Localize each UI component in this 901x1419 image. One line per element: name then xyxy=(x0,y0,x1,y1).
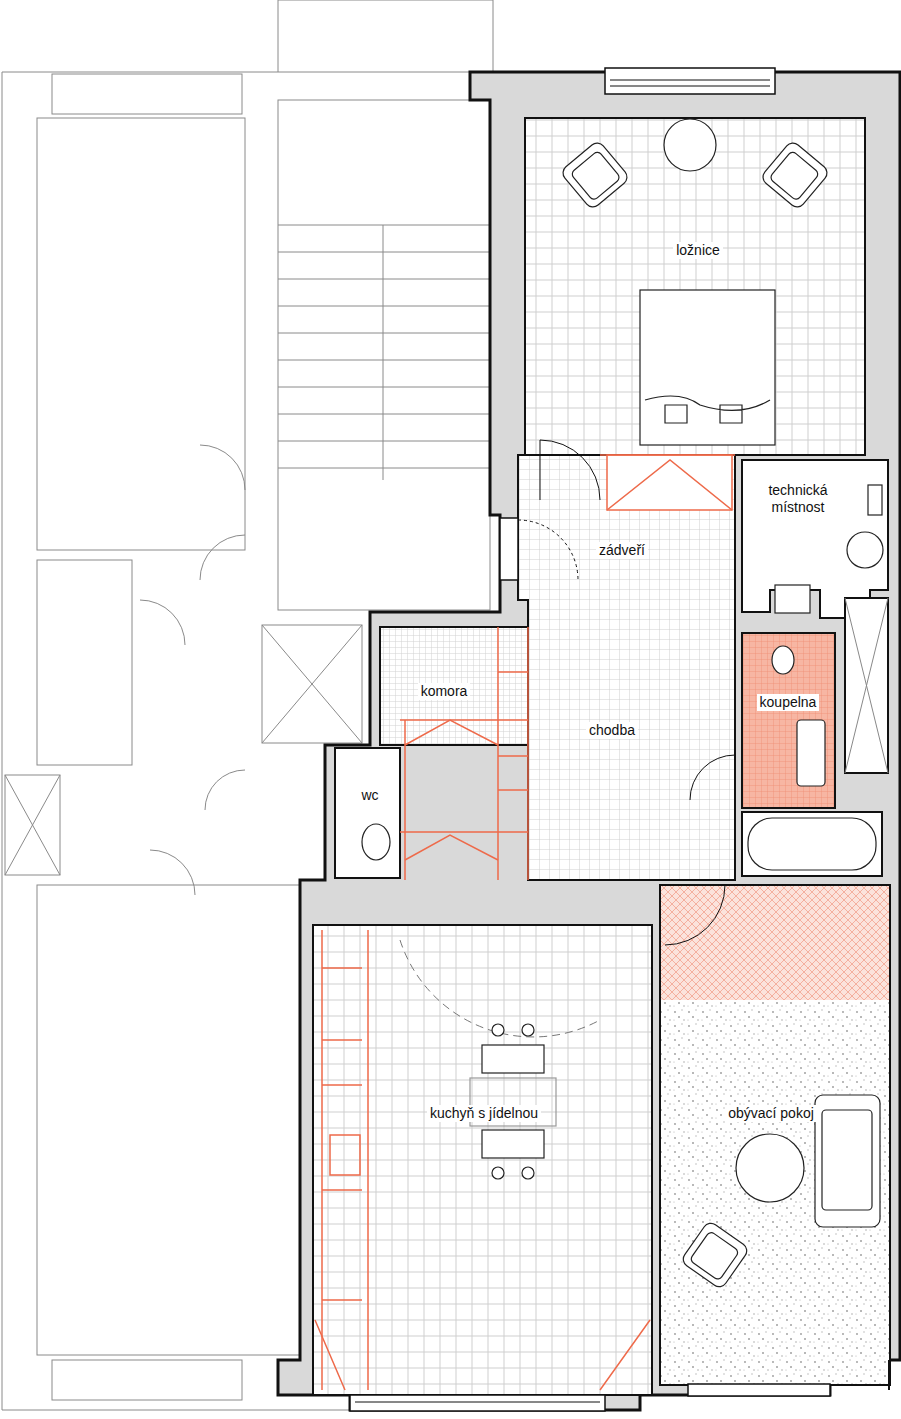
furniture-part-part xyxy=(560,140,630,210)
built-in-joinery-part xyxy=(600,455,735,510)
room: obývací pokoj xyxy=(660,885,890,1385)
floors-part xyxy=(660,885,890,1385)
living-entry-band-part xyxy=(661,886,889,1000)
floors xyxy=(313,118,890,1395)
furniture-part xyxy=(822,1110,872,1210)
doors-part xyxy=(400,940,600,1037)
doors-part xyxy=(690,755,735,800)
living-entry-band xyxy=(661,886,889,1390)
furniture xyxy=(362,119,883,1290)
floors-part xyxy=(845,598,888,773)
floors-part xyxy=(380,627,528,745)
neighbour-building-part xyxy=(262,625,362,743)
walls xyxy=(278,72,900,1410)
floors-part xyxy=(313,925,652,1395)
floors-part xyxy=(335,748,400,878)
windows-part xyxy=(845,598,888,773)
room-label: chodba xyxy=(586,722,638,739)
neighbour-building-part xyxy=(37,560,132,765)
built-in-joinery-part xyxy=(400,627,528,880)
room-label: technická místnost xyxy=(754,482,842,516)
built-in-joinery xyxy=(315,455,735,1390)
doors-part xyxy=(665,885,725,945)
furniture-part-part xyxy=(570,150,621,201)
doors-part xyxy=(540,440,600,500)
furniture-part xyxy=(482,1130,544,1158)
room-label: zádveří xyxy=(596,542,648,559)
furniture-part xyxy=(815,1095,880,1227)
furniture-part-part xyxy=(769,150,820,201)
furniture-part xyxy=(775,585,810,613)
floors-part xyxy=(742,812,882,876)
neighbour-building-part xyxy=(262,625,362,743)
built-in-joinery-part xyxy=(607,455,732,510)
furniture-part xyxy=(680,1220,750,1290)
furniture-part-part xyxy=(689,1231,739,1281)
doors-part xyxy=(518,520,578,580)
room: kuchyň s jídelnou xyxy=(313,925,652,1395)
floors-part xyxy=(742,460,888,618)
built-in-joinery-part xyxy=(322,930,368,1390)
floors-part xyxy=(742,633,835,808)
furniture-part xyxy=(492,1167,504,1179)
furniture-part xyxy=(664,119,716,171)
neighbour-building-part xyxy=(52,74,242,114)
furniture-part xyxy=(797,720,825,786)
furniture-part xyxy=(362,824,390,860)
built-in-joinery-part xyxy=(315,1320,650,1390)
windows-part xyxy=(688,1384,830,1396)
furniture-part-part xyxy=(760,140,830,210)
room: technická místnost xyxy=(742,460,888,588)
neighbour-building-part xyxy=(37,885,300,1355)
built-in-joinery-part xyxy=(405,720,498,860)
furniture-part xyxy=(760,140,830,210)
neighbour-building-part xyxy=(5,775,60,875)
room-label: obývací pokoj xyxy=(725,1105,817,1122)
room-label: wc xyxy=(358,787,381,804)
room: koupelna xyxy=(742,633,835,808)
windows-part xyxy=(355,1402,600,1403)
room-label: kuchyň s jídelnou xyxy=(427,1105,541,1122)
windows xyxy=(350,68,888,1411)
furniture-part xyxy=(560,140,630,210)
furniture-part xyxy=(645,396,770,423)
room: zádveří xyxy=(525,455,735,590)
floors-part xyxy=(518,455,735,880)
furniture-part xyxy=(868,485,882,515)
furniture-part xyxy=(772,646,794,674)
living-entry-band-part xyxy=(888,1360,890,1390)
doors xyxy=(400,440,735,1037)
neighbour-building-part xyxy=(5,775,60,875)
room-label: ložnice xyxy=(673,242,723,259)
furniture-part xyxy=(847,532,883,568)
neighbour-building-part xyxy=(37,118,245,550)
room-label: komora xyxy=(418,683,471,700)
neighbour-building-part xyxy=(278,100,490,610)
floors-part xyxy=(525,118,865,455)
neighbour-building-part xyxy=(140,445,245,895)
furniture-part xyxy=(640,290,775,445)
windows-part xyxy=(500,518,518,580)
windows-part xyxy=(610,80,770,86)
neighbour-building-part xyxy=(52,1360,242,1400)
room: ložnice xyxy=(525,118,865,455)
neighbour-building-part xyxy=(278,225,490,480)
windows-part xyxy=(350,1395,605,1411)
windows-part xyxy=(605,68,775,94)
room: chodba xyxy=(528,590,735,880)
room: komora xyxy=(380,627,500,745)
furniture-part xyxy=(736,1134,804,1202)
furniture-part xyxy=(522,1024,534,1036)
room-label: koupelna xyxy=(757,694,820,711)
furniture-part xyxy=(482,1045,544,1073)
furniture-part-part xyxy=(680,1220,750,1290)
room: wc xyxy=(335,748,400,878)
furniture-part xyxy=(522,1167,534,1179)
furniture-part xyxy=(748,818,876,870)
furniture-part xyxy=(492,1024,504,1036)
walls-part xyxy=(278,72,900,1410)
